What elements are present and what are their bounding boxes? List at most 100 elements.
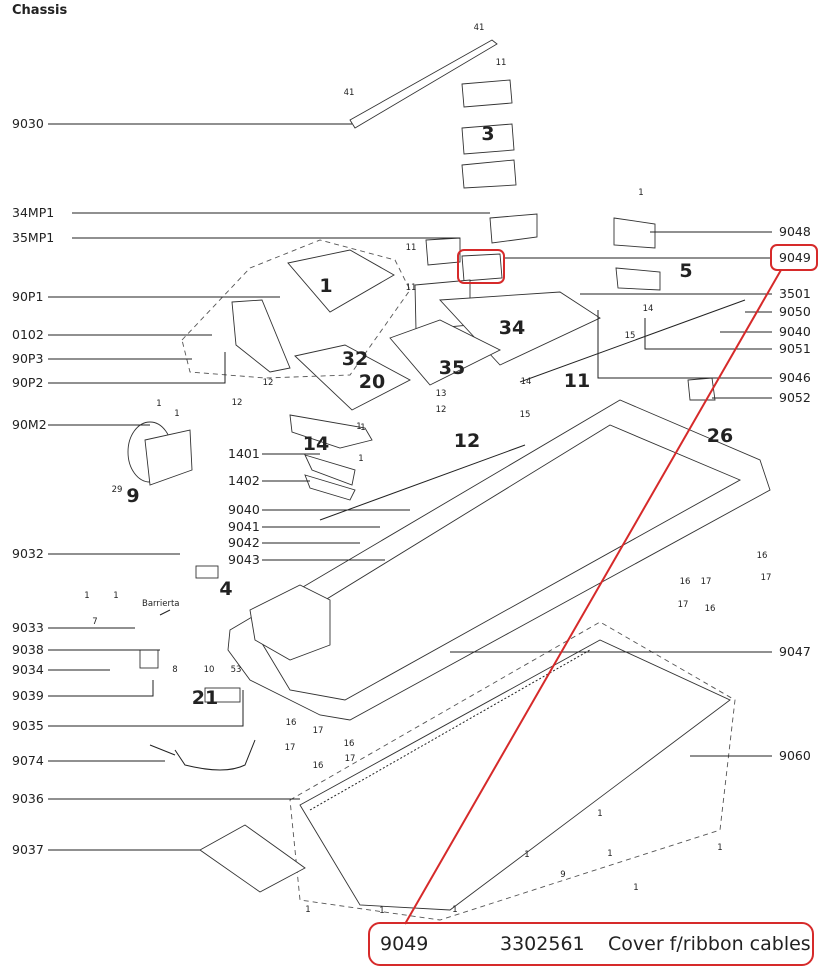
hardware-number-11: 11 <box>406 243 417 253</box>
highlight-9049-part <box>457 249 505 284</box>
part-21 <box>204 687 241 703</box>
bracket-1402 <box>304 474 356 501</box>
hardware-number-10: 10 <box>204 665 215 675</box>
part-34mp1 <box>489 213 538 244</box>
power-cord-9074 <box>149 739 256 771</box>
assembly-number-35: 35 <box>439 357 465 379</box>
hardware-number-53: 53 <box>231 665 242 675</box>
callout-9032: 9032 <box>12 546 44 561</box>
bracket-90p1 <box>231 299 291 373</box>
transformer-housing <box>249 584 331 661</box>
callout-9040: 9040 <box>779 324 811 339</box>
hardware-number-11: 11 <box>496 58 507 68</box>
assembly-number-32: 32 <box>342 348 368 370</box>
hardware-number-16: 16 <box>680 577 691 587</box>
callout-lines <box>48 123 772 851</box>
board-32 <box>294 344 411 411</box>
hardware-number-15: 15 <box>520 410 531 420</box>
hardware-number-1: 1 <box>717 843 722 853</box>
hardware-number-16: 16 <box>705 604 716 614</box>
hardware-number-16: 16 <box>344 739 355 749</box>
main-chassis-inner <box>259 424 742 701</box>
footer-position: 9049 <box>380 933 429 955</box>
chassis-drawing <box>127 39 771 921</box>
callout-9038: 9038 <box>12 642 44 657</box>
part-5 <box>615 267 661 291</box>
callout-9047: 9047 <box>779 644 811 659</box>
callout-1402: 1402 <box>228 473 260 488</box>
hardware-number-1: 1 <box>452 905 457 915</box>
hardware-number-16: 16 <box>757 551 768 561</box>
assembly-number-5: 5 <box>679 260 692 282</box>
bracket-1401 <box>304 454 356 486</box>
hardware-number-1: 1 <box>379 906 384 916</box>
callout-90P2: 90P2 <box>12 375 43 390</box>
part-9049-cover <box>461 253 503 282</box>
callout-1401: 1401 <box>228 446 260 461</box>
callout-0102: 0102 <box>12 327 44 342</box>
hardware-number-16: 16 <box>286 718 297 728</box>
assembly-number-12: 12 <box>454 430 480 452</box>
rail-9030 <box>349 39 498 129</box>
board-35 <box>389 319 502 386</box>
page-title: Chassis <box>12 3 68 18</box>
hardware-number-8: 8 <box>172 665 177 675</box>
callout-9052: 9052 <box>779 390 811 405</box>
callout-9030: 9030 <box>12 116 44 131</box>
callout-9036: 9036 <box>12 791 44 806</box>
part-bracket <box>461 159 517 189</box>
hardware-number-1: 1 <box>84 591 89 601</box>
hardware-number-13: 13 <box>436 389 447 399</box>
hardware-number-1: 1 <box>113 591 118 601</box>
hardware-number-1: 1 <box>356 422 361 432</box>
hardware-number-12: 12 <box>263 378 274 388</box>
annotation-barrierta: Barrierta <box>142 599 180 609</box>
hardware-number-1: 1 <box>360 423 365 433</box>
part-9039 <box>139 649 159 669</box>
part-3 <box>461 123 515 155</box>
hardware-number-9: 9 <box>560 870 565 880</box>
callout-9048: 9048 <box>779 224 811 239</box>
hardware-number-12: 12 <box>436 405 447 415</box>
callout-90P3: 90P3 <box>12 351 43 366</box>
assembly-number-20: 20 <box>359 371 385 393</box>
hardware-number-17: 17 <box>701 577 712 587</box>
callout-9074: 9074 <box>12 753 44 768</box>
assembly-number-21: 21 <box>192 687 218 709</box>
bracket-14 <box>289 414 373 449</box>
footer-code: 3302561 <box>500 933 585 955</box>
hardware-number-1: 1 <box>305 905 310 915</box>
hardware-number-41: 41 <box>344 88 355 98</box>
callout-9035: 9035 <box>12 718 44 733</box>
assembly-number-3: 3 <box>481 123 494 145</box>
hardware-number-41: 41 <box>474 23 485 33</box>
callout-9039: 9039 <box>12 688 44 703</box>
hardware-number-14: 14 <box>643 304 654 314</box>
callout-9049: 9049 <box>779 250 811 265</box>
hardware-number-14: 14 <box>521 377 532 387</box>
hardware-number-1: 1 <box>358 454 363 464</box>
part-stack-top <box>461 79 513 108</box>
hardware-number-1: 1 <box>633 883 638 893</box>
hardware-number-1: 1 <box>156 399 161 409</box>
part-info-box: 9049 3302561 Cover f/ribbon cables <box>368 922 814 966</box>
callout-90P1: 90P1 <box>12 289 43 304</box>
hardware-number-11: 11 <box>406 283 417 293</box>
part-4 <box>195 565 219 579</box>
callout-9034: 9034 <box>12 662 44 677</box>
assembly-number-11: 11 <box>564 370 590 392</box>
hardware-number-17: 17 <box>678 600 689 610</box>
hardware-number-17: 17 <box>285 743 296 753</box>
hardware-number-1: 1 <box>597 809 602 819</box>
part-9052 <box>687 377 716 401</box>
callout-9050: 9050 <box>779 304 811 319</box>
callout-9042: 9042 <box>228 535 260 550</box>
callout-9040: 9040 <box>228 502 260 517</box>
hardware-number-1: 1 <box>638 188 643 198</box>
hardware-number-16: 16 <box>313 761 324 771</box>
hardware-number-1: 1 <box>524 850 529 860</box>
callout-3501: 3501 <box>779 286 811 301</box>
hardware-number-1: 1 <box>607 849 612 859</box>
callout-34MP1: 34MP1 <box>12 205 54 220</box>
assembly-number-1: 1 <box>319 275 332 297</box>
